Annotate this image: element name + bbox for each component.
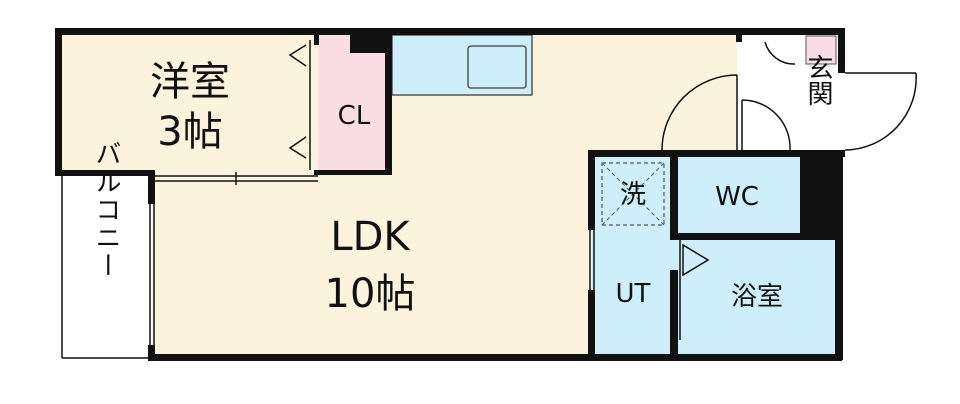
entrance-label: 玄関 — [803, 54, 833, 106]
wall-western-bottom — [55, 170, 155, 176]
ldk-entrance-door-swing — [661, 74, 738, 151]
wall-closet-left — [314, 35, 319, 45]
wall-wet-left-lower — [588, 290, 595, 360]
washer-outline — [601, 162, 665, 226]
utility-label: UT — [616, 279, 651, 309]
washer-diagonal-2 — [601, 162, 665, 226]
doors — [288, 40, 917, 340]
closet-label: CL — [338, 101, 371, 131]
wall-left-western — [55, 28, 62, 176]
bathroom-label: 浴室 — [731, 282, 783, 312]
balcony-label: バルコニー — [91, 140, 121, 280]
entrance-small-arc — [764, 41, 796, 65]
shoe-box — [805, 35, 837, 65]
wall-ut-right — [670, 157, 678, 237]
kitchen-sink — [467, 45, 527, 89]
wall-entrance-left — [736, 28, 742, 42]
closet-pillar — [350, 35, 386, 53]
wall-entrance-bottom — [738, 150, 845, 157]
wall-wet-top — [588, 150, 738, 157]
wall-wc-bottom — [670, 233, 840, 240]
closet-door-bottom — [288, 136, 307, 159]
washer-label: 洗 — [620, 180, 646, 210]
wall-right-bath — [835, 150, 843, 360]
balcony-floor — [62, 175, 148, 355]
washer-box — [601, 162, 665, 226]
wall-ut-right-lower — [670, 270, 678, 358]
closet-floor — [318, 35, 388, 170]
windows — [61, 172, 595, 359]
labels: 洋室 3帖 CL LDK 10帖 バルコニー 玄関 洗 WC UT 浴室 — [91, 54, 833, 317]
wall-bottom — [148, 354, 842, 361]
wall-wet-left — [588, 150, 595, 230]
entrance-door-arc-inner — [741, 99, 791, 151]
bathroom-door-mark — [682, 243, 710, 277]
ldk-name: LDK — [330, 214, 411, 260]
closet-door-top — [288, 44, 307, 67]
bathroom-floor — [676, 240, 836, 355]
wall-ldk-left — [148, 176, 155, 204]
western-room-size: 3帖 — [157, 109, 222, 155]
wall-ldk-left-lower — [148, 345, 155, 358]
washer-area-floor — [592, 155, 676, 355]
toilet-label: WC — [715, 182, 759, 212]
wc-pillar — [800, 153, 840, 235]
toilet-floor — [676, 155, 804, 235]
ldk-size: 10帖 — [325, 271, 416, 317]
western-room-name: 洋室 — [150, 59, 230, 105]
walls — [55, 28, 845, 361]
wall-top — [55, 28, 845, 35]
wall-entrance-right — [838, 28, 845, 73]
wall-closet-bottom — [314, 170, 392, 175]
wall-closet-right — [385, 35, 392, 175]
front-door-swing — [844, 72, 917, 151]
floors — [62, 34, 842, 355]
